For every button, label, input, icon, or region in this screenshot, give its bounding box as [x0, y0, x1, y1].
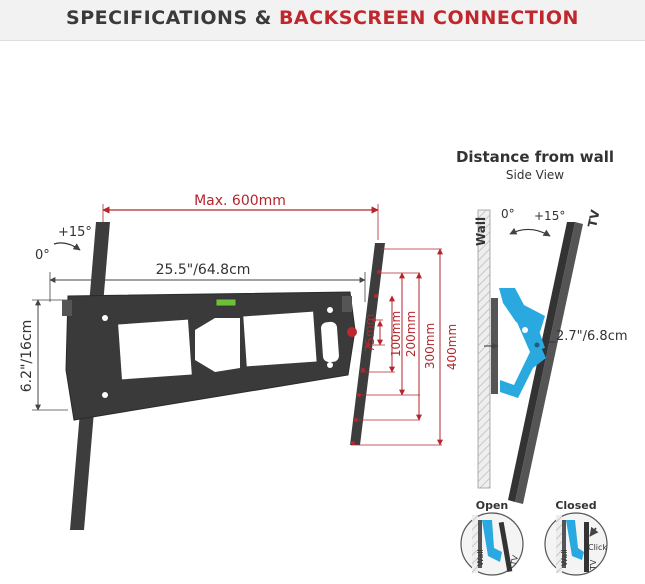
vesa-200-label: 200mm [404, 311, 418, 357]
height-dimension: 6.2"/16cm [19, 299, 68, 411]
closed-tv-label: TV [589, 559, 598, 571]
side-view: Distance from wall Side View Wall 0° +15… [456, 148, 628, 504]
side-tilt-zero-label: 0° [501, 207, 515, 221]
wall-section [477, 209, 491, 489]
header-bar: SPECIFICATIONS & BACKSCREEN CONNECTION [0, 0, 645, 41]
side-view-subtitle: Side View [506, 168, 564, 182]
side-tilt-plus-label: +15° [534, 209, 565, 223]
front-view: Max. 600mm +15° 0° 25.5"/64.8cm 6.2"/16c… [19, 193, 459, 530]
vesa-dimensions: 75mm 100mm 200mm 300mm 400mm [351, 248, 459, 446]
height-label: 6.2"/16cm [19, 320, 35, 393]
vesa-300-label: 300mm [423, 323, 437, 369]
max-width-label: Max. 600mm [194, 193, 286, 209]
side-view-title: Distance from wall [456, 148, 614, 166]
closed-label: Closed [555, 499, 596, 512]
front-tilt-zero-label: 0° [35, 248, 50, 263]
page-title: SPECIFICATIONS & BACKSCREEN CONNECTION [0, 7, 645, 29]
side-blue-arm [499, 288, 546, 398]
closed-wall-label: Wall [560, 549, 569, 566]
vesa-400-label: 400mm [445, 324, 459, 370]
click-arrow-icon [589, 526, 599, 537]
side-tv-label: TV [585, 208, 602, 229]
title-part-specifications: SPECIFICATIONS & [66, 7, 279, 29]
lock-knob-icon [347, 327, 357, 337]
bubble-level-icon [215, 298, 237, 307]
front-tilt-indicator: +15° 0° [35, 225, 92, 263]
wall-bracket [62, 222, 385, 530]
click-label: Click [588, 543, 607, 552]
title-part-backscreen: BACKSCREEN CONNECTION [278, 7, 579, 29]
max-width-dimension: Max. 600mm [102, 193, 379, 240]
width-label: 25.5"/64.8cm [156, 262, 251, 278]
distance-label: 2.7"/6.8cm [556, 329, 628, 344]
lock-open-detail: Open Wall TV [460, 499, 524, 576]
open-tv-label: TV [509, 554, 520, 567]
side-wall-label: Wall [474, 217, 488, 246]
vesa-100-label: 100mm [389, 311, 403, 357]
open-label: Open [476, 499, 509, 512]
side-tv-panel [515, 222, 583, 504]
front-tilt-arrow [53, 242, 81, 251]
vesa-75-label: 75mm [363, 314, 377, 353]
front-tilt-plus-label: +15° [58, 225, 92, 240]
open-wall-label: Wall [476, 549, 485, 566]
side-tilt-arrow [509, 227, 551, 237]
lock-closed-detail: Closed Click Wall TV [544, 499, 608, 576]
